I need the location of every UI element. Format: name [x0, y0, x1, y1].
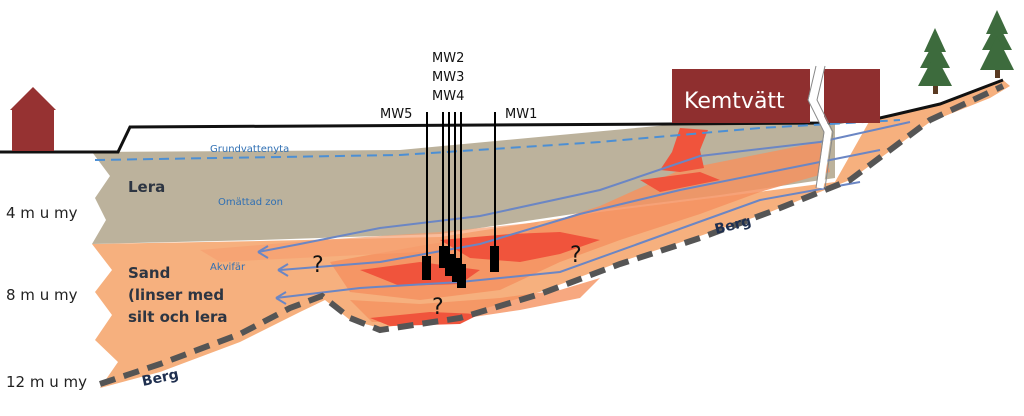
well-screens — [422, 246, 499, 288]
depth-label-4m: 4 m u my — [6, 204, 78, 222]
flow-lines — [257, 121, 911, 305]
groundwater-table-label: Grundvattenyta — [210, 144, 289, 155]
ground-surface — [0, 78, 1004, 154]
depth-label-8m: 8 m u my — [6, 286, 78, 304]
clay-label: Lera — [128, 178, 165, 196]
bedrock-boundary — [99, 83, 1005, 387]
well-label-mw4: MW4 — [432, 89, 464, 104]
aquifer-label: Akvifär — [210, 262, 246, 273]
unknown-extent-marker: ? — [570, 243, 582, 268]
dry-cleaner-label: Kemtvätt — [684, 89, 785, 114]
well-label-mw5: MW5 — [380, 107, 412, 122]
sand-label-line1: Sand — [128, 264, 170, 282]
bedrock-label-left: Berg — [141, 367, 181, 390]
clay-layer — [92, 122, 835, 244]
section-break-mark — [808, 65, 832, 189]
house-icon — [10, 87, 56, 151]
water-table-line — [94, 119, 901, 161]
well-label-mw1: MW1 — [505, 107, 537, 122]
dry-cleaner-building — [672, 69, 880, 123]
well-label-mw2: MW2 — [432, 51, 464, 66]
sand-label-line3: silt och lera — [128, 308, 228, 326]
unsaturated-zone-label: Omättad zon — [218, 197, 283, 208]
monitoring-wells — [426, 112, 496, 266]
sand-label-line2: (linser med — [128, 286, 224, 304]
depth-label-12m: 12 m u my — [6, 373, 87, 391]
unknown-extent-marker: ? — [312, 253, 324, 278]
tree-icon — [918, 28, 952, 94]
unknown-extent-marker: ? — [432, 295, 444, 320]
tree-icon — [980, 10, 1014, 78]
well-label-mw3: MW3 — [432, 70, 464, 85]
